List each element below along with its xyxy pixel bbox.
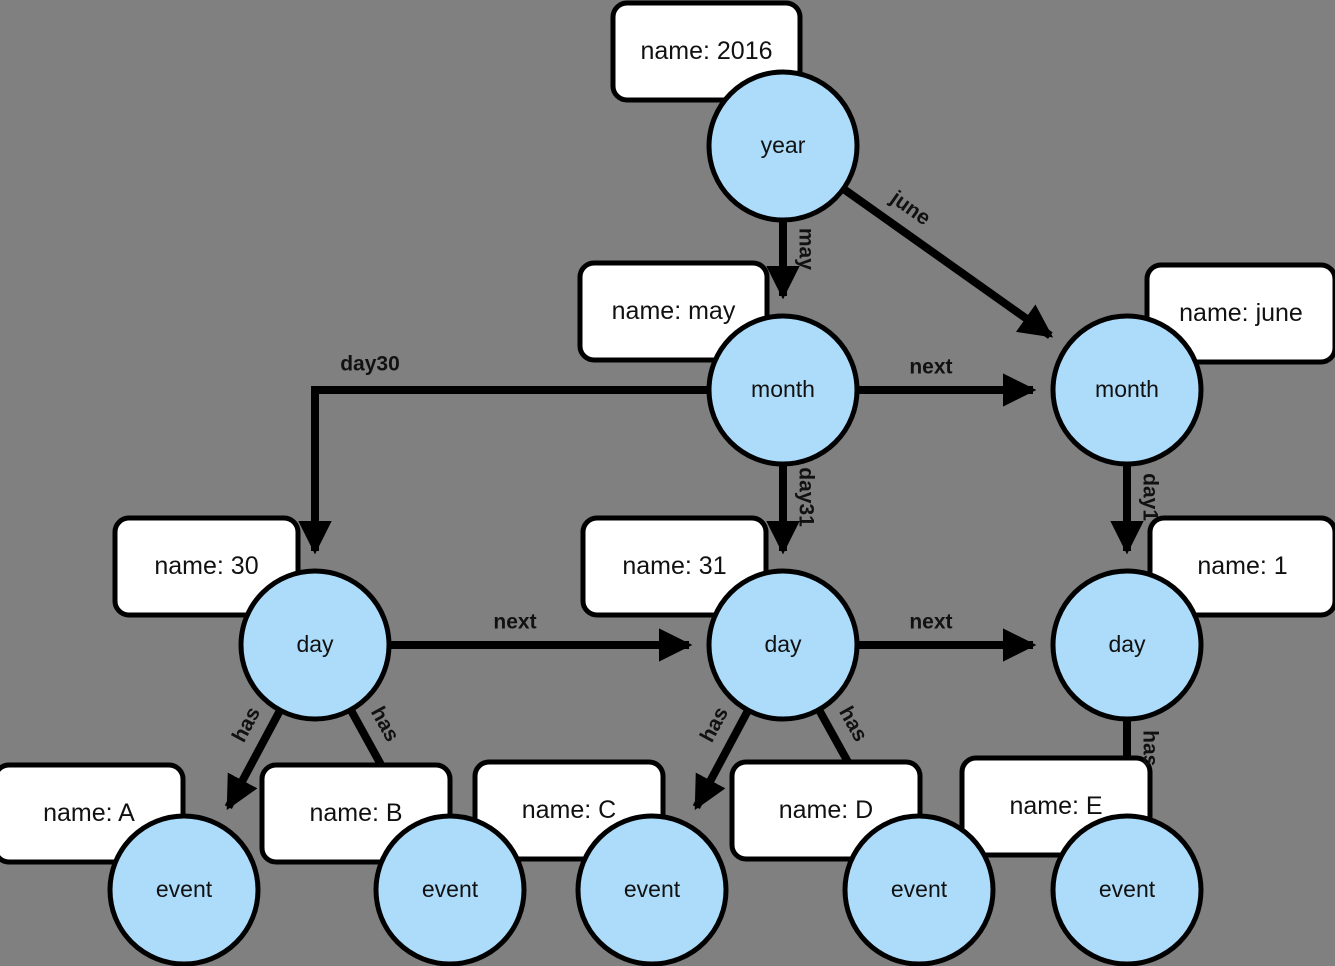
edge-label: has [228, 703, 265, 746]
node-eventB[interactable] [373, 813, 527, 966]
edge-label: has [834, 703, 872, 746]
node-monthJune[interactable] [1050, 313, 1204, 467]
edge-label: has [1138, 730, 1161, 766]
edge-label: has [366, 703, 404, 746]
edge-label: next [909, 356, 952, 379]
property-box-layer: name: 2016 name: may name: june name: 30 nam… [0, 0, 1335, 865]
property-box-label: name: C [522, 796, 616, 824]
property-box [577, 260, 770, 363]
node-label: month [1095, 376, 1159, 402]
node-label: event [624, 876, 681, 902]
node-eventA[interactable] [107, 813, 261, 966]
node-label: day [764, 631, 802, 657]
edge-label: day30 [340, 353, 400, 376]
node-label: event [891, 876, 948, 902]
edge-label: next [493, 611, 536, 634]
edge-day31-to-eventC [692, 708, 752, 811]
node-label: day [296, 631, 334, 657]
edge-label: day1 [1138, 473, 1161, 521]
node-eventE[interactable] [1050, 813, 1204, 966]
node-eventC[interactable] [575, 813, 729, 966]
node-eventD[interactable] [842, 813, 996, 966]
property-box-label: name: E [1009, 792, 1102, 820]
property-box-label: name: 30 [154, 552, 258, 580]
edge-monthMay-to-day30 [298, 386, 709, 555]
edge-label: may [794, 228, 817, 270]
property-box-label: name: may [612, 297, 736, 325]
property-box-label: name: D [779, 796, 873, 824]
edge-day30-to-eventA [224, 708, 284, 811]
property-box [112, 515, 301, 618]
edge-label: next [909, 611, 952, 634]
node-layer: year month month day day day event event event ev… [107, 69, 1204, 966]
property-box-label: name: B [309, 799, 402, 827]
edge-label: day31 [794, 467, 817, 527]
node-label: event [1099, 876, 1156, 902]
property-box [1144, 262, 1335, 365]
node-label: event [156, 876, 213, 902]
node-monthMay[interactable] [706, 313, 860, 467]
node-label: year [761, 132, 806, 158]
property-box-label: name: june [1179, 299, 1303, 327]
edge-label: has [696, 703, 733, 746]
property-box-label: name: 1 [1197, 552, 1287, 580]
property-box-label: name: 2016 [640, 37, 772, 65]
node-day30[interactable] [238, 568, 392, 722]
node-day1[interactable] [1050, 568, 1204, 722]
node-label: day [1108, 631, 1146, 657]
property-box-label: name: A [43, 799, 135, 827]
property-box-label: name: 31 [622, 552, 726, 580]
node-year2016[interactable] [706, 69, 860, 223]
edge-year2016-to-monthJune [841, 185, 1054, 339]
property-box [580, 515, 769, 618]
node-label: event [422, 876, 479, 902]
node-label: month [751, 376, 815, 402]
node-day31[interactable] [706, 568, 860, 722]
property-box [1147, 515, 1335, 618]
